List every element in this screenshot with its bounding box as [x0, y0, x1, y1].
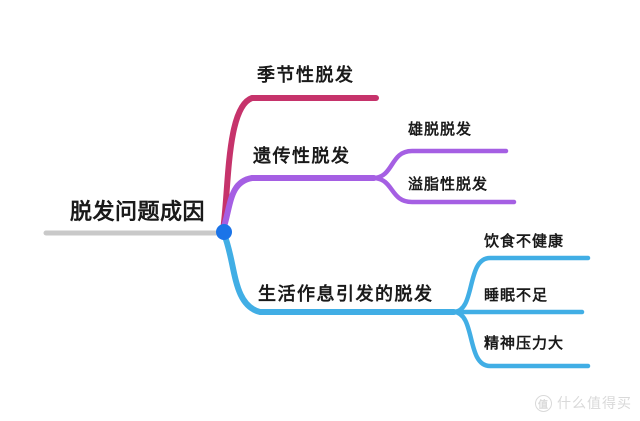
node-lifestyle-hairloss: 生活作息引发的脱发: [258, 284, 434, 304]
branch-line-genetic-seborrheic: [371, 175, 517, 205]
node-seasonal-hairloss: 季节性脱发: [257, 65, 355, 85]
node-unhealthy-diet: 饮食不健康: [484, 233, 565, 250]
watermark-text: 什么值得买: [557, 395, 632, 411]
branch-line-lifestyle-diet: [451, 255, 591, 315]
node-lack-of-sleep: 睡眠不足: [484, 287, 549, 304]
node-seborrheic-hairloss: 溢脂性脱发: [408, 176, 489, 193]
branch-line-genetic: [220, 175, 377, 233]
root-junction-dot: [216, 224, 232, 240]
node-root: 脱发问题成因: [70, 199, 206, 224]
branch-line-lifestyle: [221, 231, 457, 315]
node-male-pattern-hairloss: 雄脱脱发: [408, 121, 473, 138]
branch-line-lifestyle-stress: [451, 309, 591, 369]
branch-line-genetic-male: [371, 148, 509, 181]
node-genetic-hairloss: 遗传性脱发: [253, 146, 351, 166]
node-mental-stress: 精神压力大: [484, 335, 565, 352]
smzdm-logo-icon: 值: [535, 394, 552, 412]
watermark: 值 什么值得买: [535, 393, 632, 413]
